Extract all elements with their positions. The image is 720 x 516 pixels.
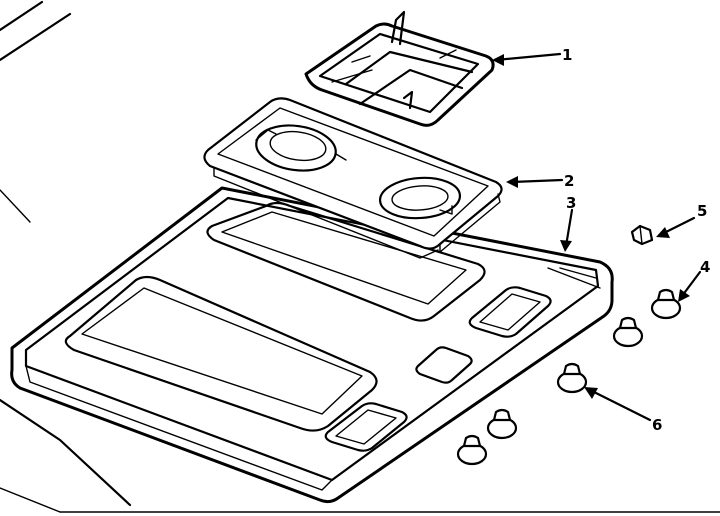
callout-6-label: 6 [652, 416, 662, 434]
callout-1-label: 1 [562, 46, 572, 64]
knob-1 [456, 434, 488, 466]
cooktop-panel [10, 186, 614, 504]
callout-5-label: 5 [697, 202, 707, 220]
arrowhead-5 [656, 227, 670, 238]
burner-tray [203, 97, 503, 259]
burner-grate [304, 10, 495, 127]
arrowhead-6 [584, 387, 598, 399]
callout-3-label: 3 [566, 194, 576, 212]
knob-5 [650, 288, 682, 320]
knob-3 [556, 362, 588, 394]
control-knobs [456, 288, 682, 466]
clip-part [630, 224, 654, 246]
arrowhead-3 [560, 240, 572, 252]
leader-lines [492, 52, 702, 422]
arrowhead-2 [506, 176, 518, 188]
knob-4 [612, 316, 644, 348]
callout-2-label: 2 [564, 172, 574, 190]
knob-2 [486, 408, 518, 440]
arrowhead-1 [492, 54, 504, 66]
arrowhead-4 [678, 289, 690, 302]
callout-4-label: 4 [700, 258, 710, 276]
